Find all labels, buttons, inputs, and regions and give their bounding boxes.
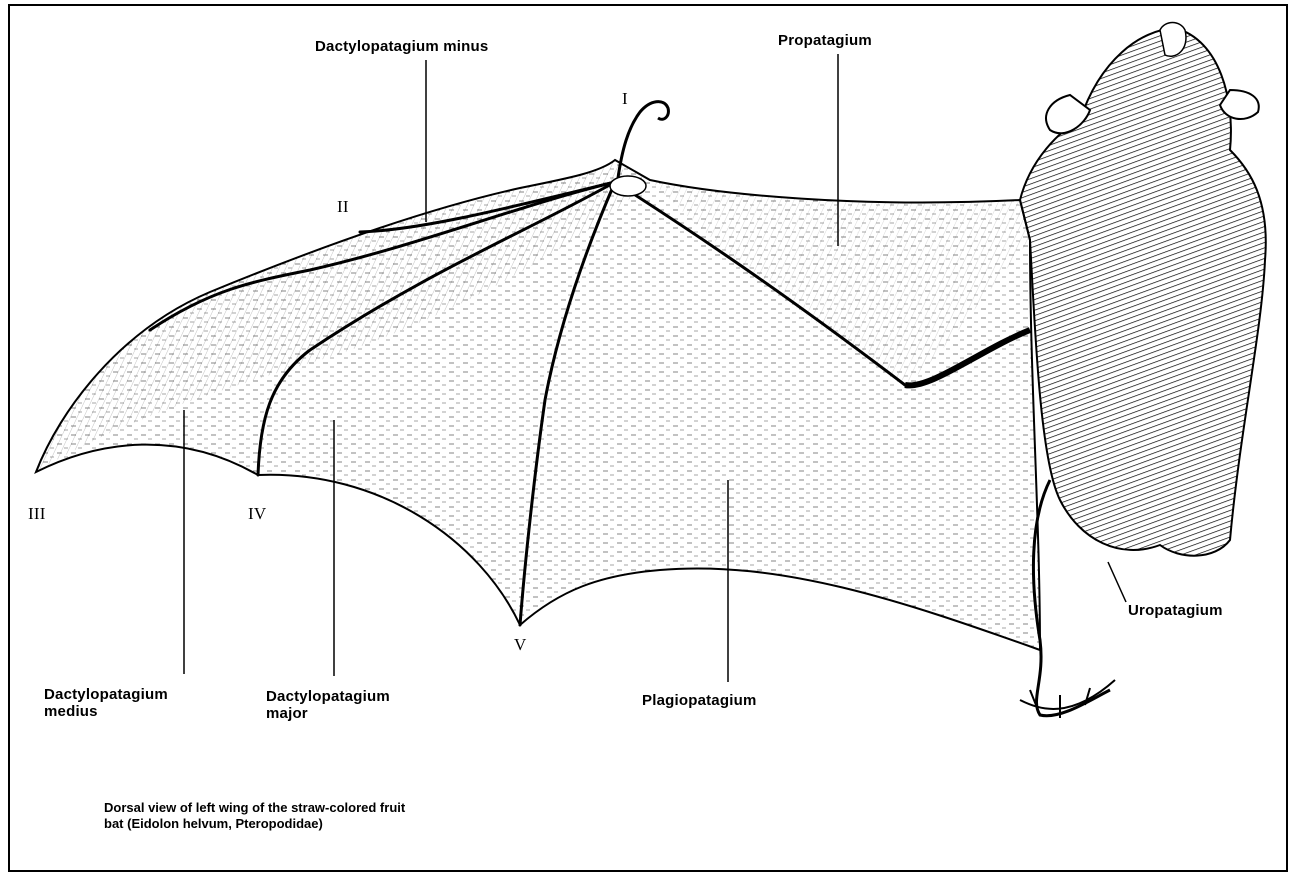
figure-caption: Dorsal view of left wing of the straw-co… bbox=[104, 800, 584, 832]
label-plagiopatagium: Plagiopatagium bbox=[642, 692, 756, 709]
label-dactylopatagium-minus: Dactylopatagium minus bbox=[315, 38, 488, 55]
label-dactylopatagium-major-line2: major bbox=[266, 705, 308, 722]
label-uropatagium: Uropatagium bbox=[1128, 602, 1223, 619]
caption-line-2: bat (Eidolon helvum, Pteropodidae) bbox=[104, 816, 584, 832]
label-dactylopatagium-medius-line2: medius bbox=[44, 703, 98, 720]
digit-label-v: V bbox=[514, 636, 526, 653]
label-propatagium: Propatagium bbox=[778, 32, 872, 49]
digit-label-ii: II bbox=[337, 198, 349, 215]
caption-line-1: Dorsal view of left wing of the straw-co… bbox=[104, 800, 584, 816]
digit-label-i: I bbox=[622, 90, 628, 107]
digit-label-iv: IV bbox=[248, 505, 266, 522]
label-dactylopatagium-medius-line1: Dactylopatagium bbox=[44, 686, 168, 703]
digit-label-iii: III bbox=[28, 505, 46, 522]
label-dactylopatagium-major-line1: Dactylopatagium bbox=[266, 688, 390, 705]
